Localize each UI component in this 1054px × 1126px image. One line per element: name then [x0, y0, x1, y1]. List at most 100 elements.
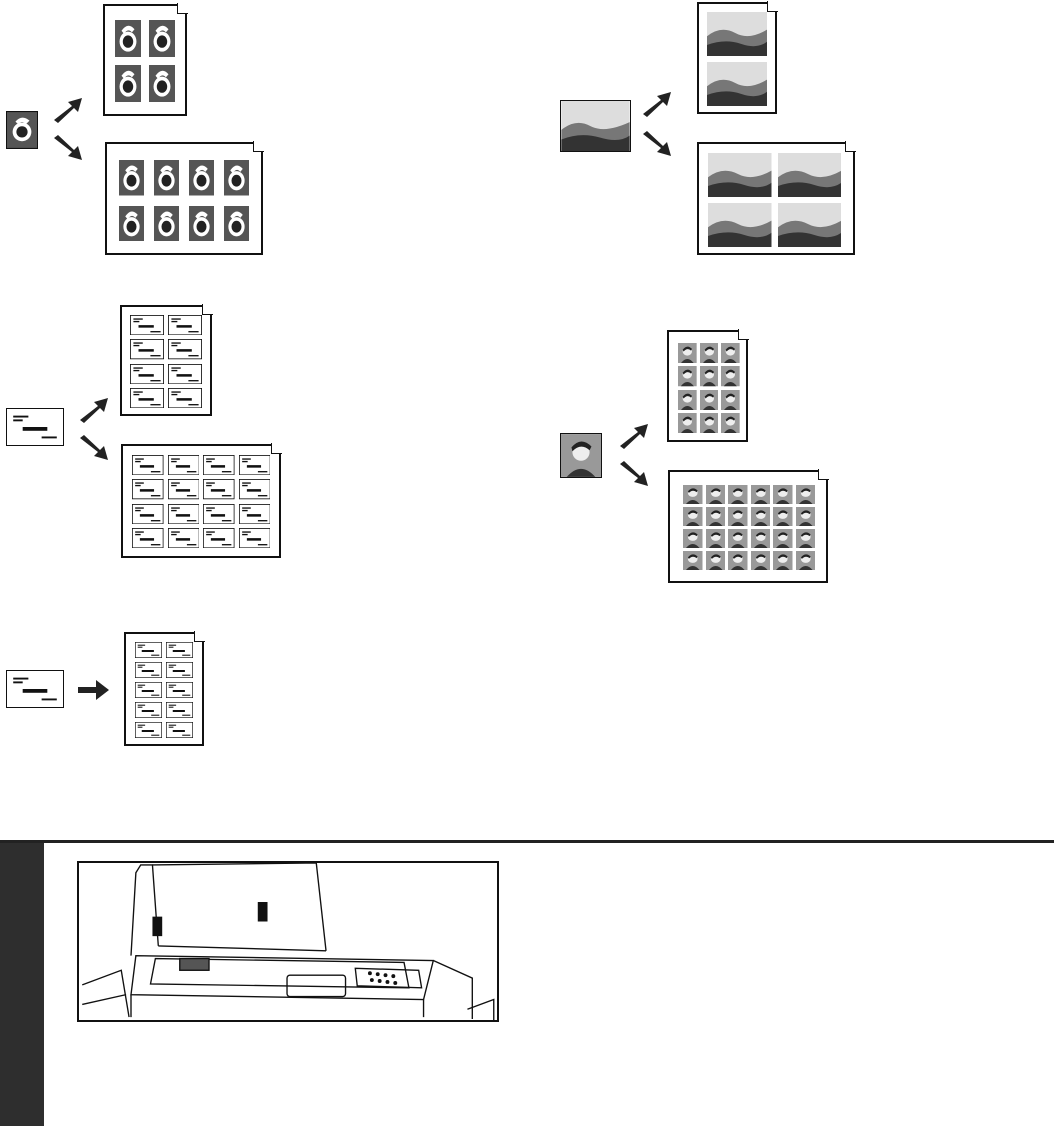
thumbnail-icon — [239, 504, 271, 524]
thumbnail-icon — [700, 390, 719, 410]
thumbnail-icon — [708, 203, 772, 247]
landscape-grid-2x2 — [708, 153, 841, 247]
thumbnail-icon — [239, 528, 271, 548]
thumbnail-icon — [700, 343, 719, 363]
thumbnail-icon — [224, 160, 249, 196]
thumbnail-icon — [773, 507, 793, 526]
thumbnail-icon — [130, 388, 164, 408]
thumbnail-icon — [168, 315, 202, 335]
thumbnail-icon — [778, 153, 842, 197]
page-icon — [668, 470, 828, 583]
thumbnail-icon — [168, 339, 202, 359]
thumbnail-icon — [168, 364, 202, 384]
thumbnail-icon — [678, 366, 697, 386]
thumbnail-icon — [721, 413, 740, 433]
thumbnail-icon — [130, 364, 164, 384]
thumbnail-icon — [773, 551, 793, 570]
thumbnail-icon — [130, 315, 164, 335]
arrow-icon — [641, 130, 673, 158]
arrow-icon — [618, 460, 650, 488]
thumbnail-icon — [168, 455, 200, 475]
thumbnail-icon — [135, 662, 162, 678]
thumbnail-icon — [132, 455, 164, 475]
thumbnail-icon — [678, 343, 697, 363]
thumbnail-icon — [708, 153, 772, 197]
thumbnail-icon — [707, 12, 767, 56]
portrait-photo-source — [6, 111, 38, 149]
thumbnail-icon — [203, 455, 235, 475]
thumbnail-icon — [796, 529, 816, 548]
thumbnail-icon — [751, 551, 771, 570]
thumbnail-icon — [683, 485, 703, 504]
thumbnail-icon — [119, 206, 144, 242]
business-card-source — [6, 408, 64, 446]
thumbnail-icon — [166, 642, 193, 658]
thumbnail-icon — [132, 528, 164, 548]
thumbnail-icon — [168, 388, 202, 408]
page-icon — [103, 4, 187, 116]
thumbnail-icon — [700, 413, 719, 433]
id-grid-3x4 — [678, 343, 740, 433]
thumbnail-icon — [728, 507, 748, 526]
landscape-photo-icon — [561, 101, 630, 151]
thumbnail-icon — [678, 413, 697, 433]
thumbnail-icon — [706, 551, 726, 570]
thumbnail-icon — [203, 479, 235, 499]
thumbnail-icon — [706, 529, 726, 548]
thumbnail-icon — [135, 682, 162, 698]
thumbnail-icon — [678, 390, 697, 410]
thumbnail-icon — [119, 160, 144, 196]
thumbnail-icon — [189, 160, 214, 196]
thumbnail-icon — [132, 479, 164, 499]
portrait-photo-icon — [7, 112, 37, 148]
thumbnail-icon — [706, 507, 726, 526]
thumbnail-icon — [135, 702, 162, 718]
thumbnail-icon — [751, 485, 771, 504]
thumbnail-icon — [154, 206, 179, 242]
thumbnail-icon — [721, 343, 740, 363]
thumbnail-icon — [115, 20, 141, 57]
thumbnail-icon — [683, 551, 703, 570]
thumbnail-icon — [239, 455, 271, 475]
page-icon — [121, 444, 281, 558]
arrow-icon — [52, 96, 84, 124]
business-card-source — [6, 670, 64, 708]
arrow-icon — [78, 396, 110, 424]
thumbnail-icon — [166, 662, 193, 678]
landscape-photo-source — [560, 100, 631, 152]
thumbnail-icon — [706, 485, 726, 504]
thumbnail-icon — [168, 528, 200, 548]
business-card-icon — [7, 671, 63, 707]
thumbnail-icon — [149, 65, 175, 102]
page-icon — [697, 2, 777, 114]
thumbnail-icon — [700, 366, 719, 386]
thumbnail-icon — [135, 642, 162, 658]
thumbnail-icon — [166, 722, 193, 738]
thumbnail-icon — [728, 485, 748, 504]
arrow-icon — [76, 678, 110, 702]
thumbnail-icon — [751, 529, 771, 548]
thumbnail-icon — [796, 551, 816, 570]
thumbnail-icon — [683, 529, 703, 548]
section-divider — [0, 840, 1054, 843]
thumbnail-icon — [773, 485, 793, 504]
portrait-grid-4x2 — [119, 160, 249, 241]
thumbnail-icon — [683, 507, 703, 526]
scanner-icon — [79, 863, 497, 1020]
thumbnail-icon — [168, 479, 200, 499]
card-grid-2x5 — [135, 642, 193, 738]
thumbnail-icon — [166, 702, 193, 718]
page-icon — [124, 632, 204, 746]
scanner-illustration — [77, 861, 499, 1022]
thumbnail-icon — [189, 206, 214, 242]
thumbnail-icon — [203, 528, 235, 548]
portrait-grid-2x2 — [115, 20, 175, 102]
thumbnail-icon — [728, 551, 748, 570]
page-icon — [120, 305, 212, 416]
thumbnail-icon — [751, 507, 771, 526]
thumbnail-icon — [135, 722, 162, 738]
thumbnail-icon — [224, 206, 249, 242]
thumbnail-icon — [707, 62, 767, 106]
thumbnail-icon — [721, 390, 740, 410]
landscape-grid-1x2 — [707, 12, 767, 106]
